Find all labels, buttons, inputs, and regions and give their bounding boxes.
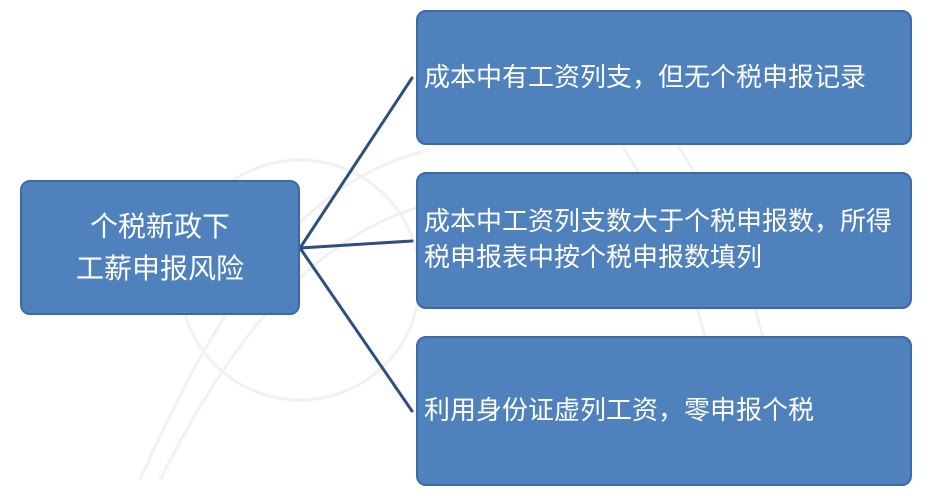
connector-to-branch-1 — [298, 76, 414, 250]
branch-label-1: 成本中有工资列支，但无个税申报记录 — [424, 62, 867, 93]
root-node: 个税新政下 工薪申报风险 — [20, 180, 300, 315]
connector-to-branch-2 — [298, 239, 414, 250]
branch-label-2: 成本中工资列支数大于个税申报数，所得税申报表中按个税申报数填列 — [424, 207, 893, 273]
connector-to-branch-3 — [298, 246, 414, 413]
root-label-line1: 个税新政下 — [89, 209, 230, 243]
branch-node-3: 利用身份证虚列工资，零申报个税 — [416, 336, 912, 486]
branch-node-1: 成本中有工资列支，但无个税申报记录 — [416, 10, 912, 145]
branch-node-2: 成本中工资列支数大于个税申报数，所得税申报表中按个税申报数填列 — [416, 172, 912, 309]
branch-label-3: 利用身份证虚列工资，零申报个税 — [424, 396, 815, 426]
root-label-line2: 工薪申报风险 — [75, 251, 244, 285]
